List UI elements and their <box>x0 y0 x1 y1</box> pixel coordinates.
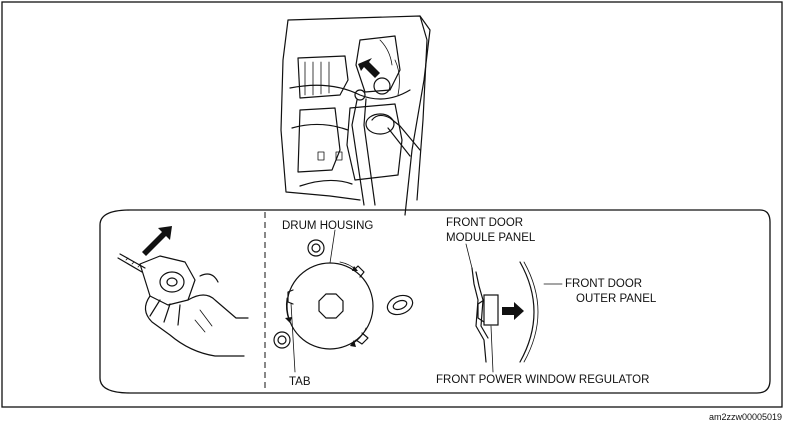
drum-housing-illustration <box>273 229 414 373</box>
door-inner-illustration <box>280 15 431 216</box>
door-cross-section-illustration <box>465 243 563 373</box>
callout-box <box>99 209 771 394</box>
outer-frame <box>1 1 783 408</box>
label-outer-panel-line2: OUTER PANEL <box>576 293 657 305</box>
label-tab: TAB <box>289 376 311 388</box>
hand-drill-illustration <box>117 226 249 357</box>
figure-code: am2zzw00005019 <box>709 412 782 422</box>
arrow-right-icon <box>502 302 524 320</box>
label-drum-housing: DRUM HOUSING <box>282 220 373 232</box>
label-outer-panel-line1: FRONT DOOR <box>565 278 642 290</box>
label-module-panel-line2: MODULE PANEL <box>446 232 536 244</box>
arrow-up-right-icon <box>142 226 172 256</box>
rotate-cw-icon <box>285 261 367 347</box>
label-regulator: FRONT POWER WINDOW REGULATOR <box>436 374 649 386</box>
arrow-up-left-icon <box>358 58 380 78</box>
label-module-panel-line1: FRONT DOOR <box>446 217 523 229</box>
